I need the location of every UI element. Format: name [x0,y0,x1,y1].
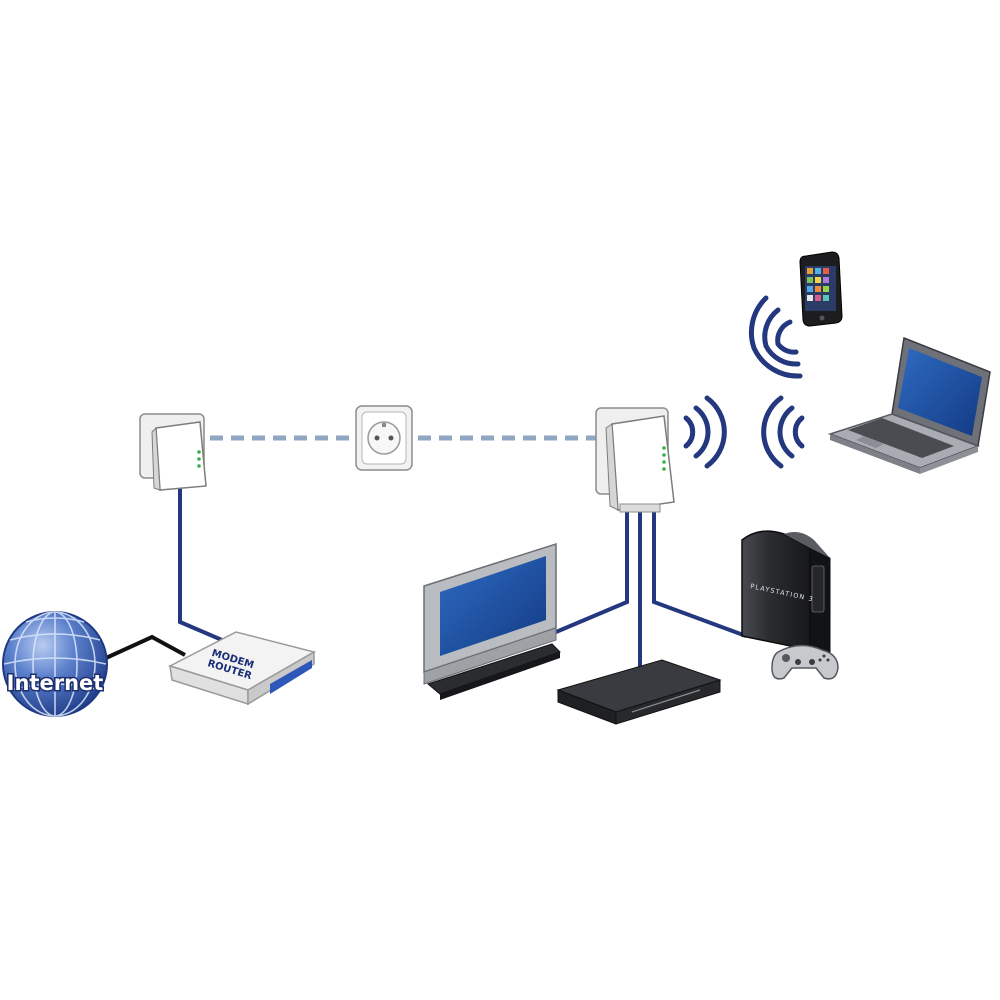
game-console: PLAYSTATION 3 [741,530,831,661]
cables [105,435,747,672]
modem-router: MODEM ROUTER [168,631,316,706]
laptop [827,336,991,474]
powerline-wifi-adapter [595,407,675,513]
internet-label: Internet [7,671,104,695]
wifi-waves-laptop [761,395,805,469]
phone-app-icons [807,268,829,301]
powerline-adapter-left [139,413,207,491]
tv [423,542,561,700]
wifi-waves-phone [748,295,803,379]
set-top-box [556,659,722,725]
wifi-waves-adapter [683,395,727,469]
cable-adapter-router [178,488,223,642]
globe-grid [3,611,107,717]
game-controller [771,644,839,680]
internet-globe: Internet [2,611,108,717]
wall-socket [355,405,413,471]
cable-internet-router [105,634,186,660]
cable-adapter-console [652,512,747,638]
smartphone [799,251,843,327]
cable-adapter-tv [555,512,629,634]
